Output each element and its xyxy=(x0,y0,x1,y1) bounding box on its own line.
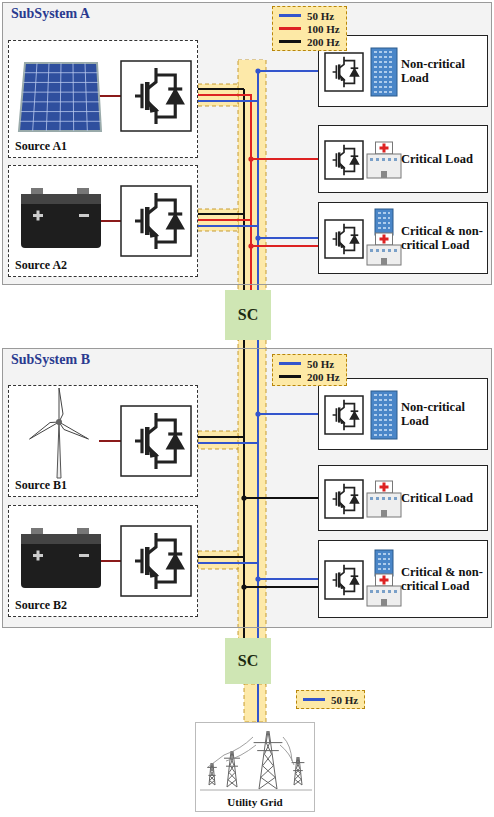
panel-title: SubSystem A xyxy=(11,6,483,22)
legend-swatch xyxy=(279,27,301,30)
sc-label: SC xyxy=(238,306,258,324)
legend-swatch xyxy=(279,40,301,43)
legend-label: 200 Hz xyxy=(307,371,340,383)
bus-band xyxy=(239,340,265,638)
bus-connector xyxy=(257,684,259,722)
legend-label: 50 Hz xyxy=(307,358,334,370)
load-label: Critical Load xyxy=(401,491,483,505)
source-unit: Source B2 xyxy=(8,505,198,617)
bus-connector xyxy=(198,226,318,238)
source-label: Source B1 xyxy=(15,479,67,493)
legend-box: 50 Hz xyxy=(296,690,365,709)
load-unit: Non-critical Load xyxy=(318,378,488,450)
legend-swatch xyxy=(303,698,325,701)
load-label: Critical & non-critical Load xyxy=(401,224,483,253)
load-unit: Critical & non-critical Load xyxy=(318,540,488,618)
legend-box: 50 Hz100 Hz200 Hz xyxy=(272,6,347,51)
legend-swatch xyxy=(279,375,301,378)
bus-connector xyxy=(257,628,259,638)
legend-swatch xyxy=(279,14,301,17)
load-label: Non-critical Load xyxy=(401,400,483,429)
legend-label: 200 Hz xyxy=(307,36,340,48)
source-label: Source B2 xyxy=(15,599,67,613)
legend-row: 50 Hz xyxy=(279,9,340,22)
bus-connector xyxy=(198,414,318,563)
load-unit: Critical & non-critical Load xyxy=(318,202,488,274)
source-unit: Source B1 xyxy=(8,385,198,497)
legend-row: 200 Hz xyxy=(279,35,340,48)
legend-label: 50 Hz xyxy=(307,10,334,22)
legend-swatch xyxy=(279,362,301,365)
legend-row: 50 Hz xyxy=(303,693,358,706)
legend-row: 200 Hz xyxy=(279,370,340,383)
load-label: Critical & non-critical Load xyxy=(401,565,483,594)
sc-box: SC xyxy=(225,638,271,684)
legend-label: 100 Hz xyxy=(307,23,340,35)
subsystem-panel: SubSystem A Source A1 Source A2 Non-critica… xyxy=(2,2,492,285)
bus-connector xyxy=(257,340,259,348)
legend-box: 50 Hz200 Hz xyxy=(272,354,347,386)
legend-label: 50 Hz xyxy=(331,694,358,706)
grid-label: Utility Grid xyxy=(227,796,282,808)
bus-connector xyxy=(198,71,318,226)
load-label: Critical Load xyxy=(401,152,483,166)
panel-title: SubSystem B xyxy=(11,352,483,368)
bus-connector xyxy=(198,159,318,220)
legend-row: 100 Hz xyxy=(279,22,340,35)
source-unit: Source A1 xyxy=(8,40,198,158)
sc-label: SC xyxy=(238,652,258,670)
load-label: Non-critical Load xyxy=(401,57,483,86)
sc-box: SC xyxy=(225,290,271,340)
source-label: Source A1 xyxy=(15,140,67,154)
utility-grid: Utility Grid xyxy=(195,722,315,812)
legend-row: 50 Hz xyxy=(279,357,340,370)
bus-connector xyxy=(198,563,318,579)
subsystem-panel: SubSystem B Source B1 Source B2 Non-critica… xyxy=(2,348,492,628)
load-unit: Critical Load xyxy=(318,465,488,531)
source-unit: Source A2 xyxy=(8,165,198,277)
bus-connector xyxy=(198,498,318,557)
source-label: Source A2 xyxy=(15,259,67,273)
load-unit: Critical Load xyxy=(318,125,488,193)
